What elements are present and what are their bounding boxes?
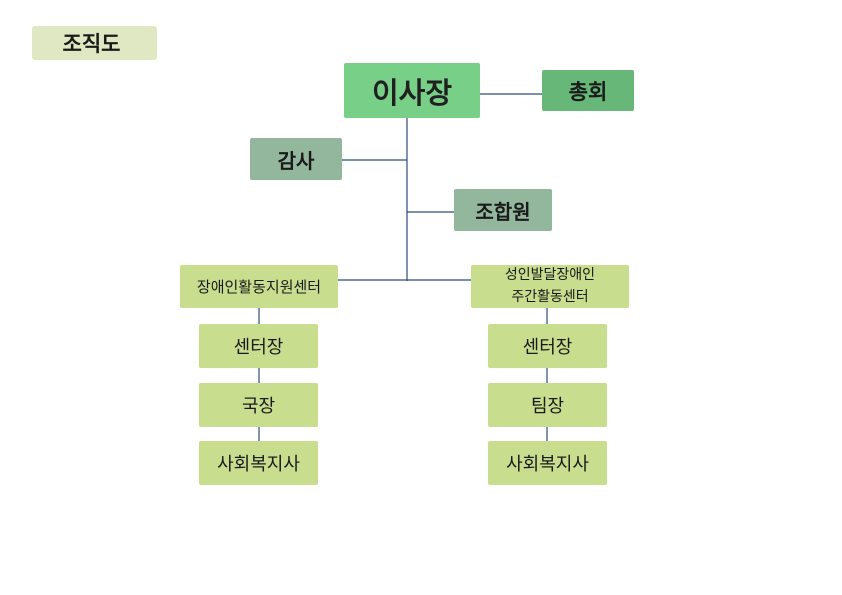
general-assembly-node: 총회 [542,70,634,111]
adult-day-center-line2: 주간활동센터 [511,288,589,305]
left-bureau-chief-node: 국장 [199,383,318,427]
adult-day-center-line1: 성인발달장애인 [504,266,596,283]
members-node: 조합원 [454,189,552,231]
left-center-director-node: 센터장 [199,324,318,368]
disability-support-center-node: 장애인활동지원센터 [180,265,338,308]
right-center-director-node: 센터장 [488,324,607,368]
page-title: 조직도 [32,26,157,60]
chairman-node: 이사장 [344,63,480,118]
left-social-worker-node: 사회복지사 [199,441,318,485]
auditor-node: 감사 [250,138,342,180]
right-team-leader-node: 팀장 [488,383,607,427]
right-social-worker-node: 사회복지사 [488,441,607,485]
adult-day-center-node: 성인발달장애인 주간활동센터 [471,265,629,308]
